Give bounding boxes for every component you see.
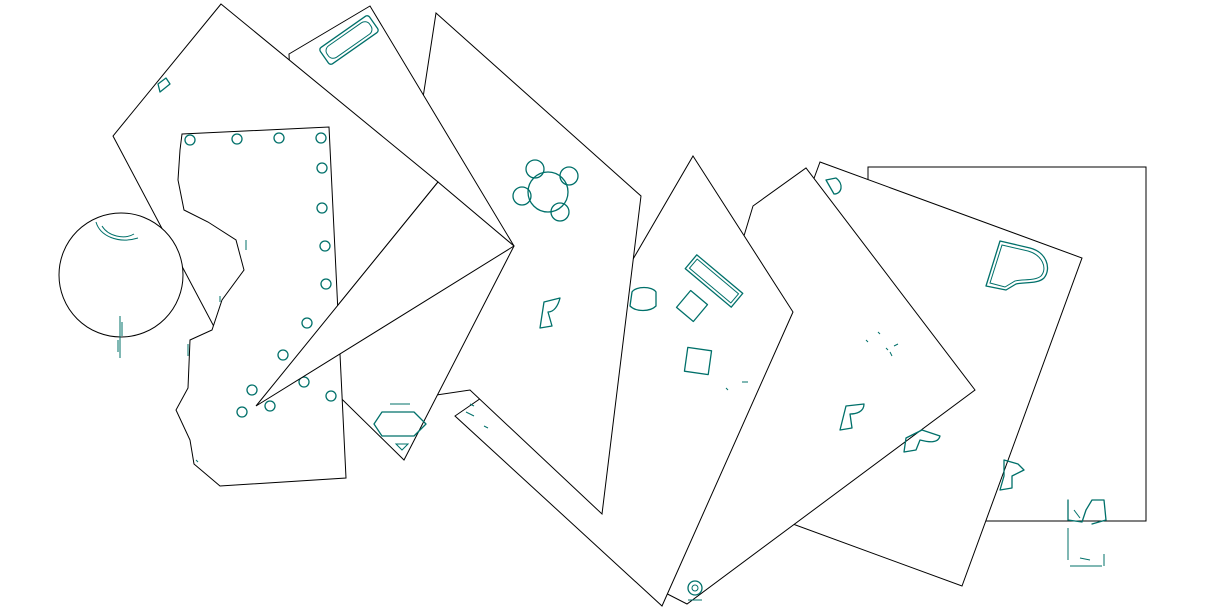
door-symbol-b2 [839, 403, 865, 431]
vertical-tick-marks [117, 316, 123, 358]
column-markers [184, 132, 337, 418]
sheet-circle [58, 212, 184, 358]
sheet-furniture [454, 155, 794, 607]
stool-symbol [629, 286, 657, 312]
sheet-triangle-lower [255, 181, 515, 407]
sheet-floor-plan [175, 126, 347, 487]
wall-marks [187, 240, 247, 463]
door-symbol [999, 459, 1025, 491]
toilet-symbol-right-sheet [1067, 499, 1107, 525]
sink-counter-symbol [373, 403, 427, 451]
small-fixture-top-left [825, 177, 842, 195]
grand-piano-symbol [985, 240, 1049, 291]
round-table-with-chairs [512, 159, 579, 222]
small-marks-b [865, 331, 899, 357]
arc-fixture [95, 221, 139, 241]
round-fixture-bottom [687, 580, 703, 601]
door-symbol-d [539, 297, 561, 329]
small-marks-c [465, 381, 748, 429]
small-fixture-triangle [157, 77, 171, 93]
armchair-symbol-1 [675, 289, 709, 323]
bathtub-symbol [319, 15, 379, 65]
dashed-line-marks [1067, 528, 1105, 567]
sofa-symbol [684, 254, 744, 308]
door-symbol-b1 [903, 429, 941, 453]
armchair-symbol-2 [683, 346, 713, 376]
